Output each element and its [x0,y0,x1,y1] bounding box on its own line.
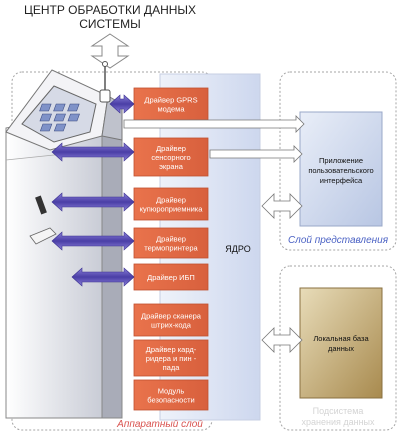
ui-application-line3: интерфейса [320,176,363,185]
touchscreen-to-ui-arrow [209,145,303,163]
local-database-line2: данных [328,344,354,353]
storage-layer-label-line2: хранения данных [301,417,375,427]
presentation-layer-frame [279,71,397,251]
bill-acceptor-connector-arrow-icon [51,192,135,212]
hardware-layer-label: Аппаратный слой [116,419,203,430]
driver-label-7-line3: пада [163,363,181,372]
driver-label-8-line1: Модуль [158,387,185,396]
driver-block-1 [133,87,209,121]
driver-label-6-line1: Драйвер сканера [141,312,202,321]
driver-block-4 [133,227,209,259]
driver-label-1-line1: Драйвер GPRS [144,96,197,105]
driver-label-5-line1: Драйвер ИБП [147,273,195,282]
driver-block-3 [133,187,209,221]
driver-label-7-line2: ридера и пин - [146,354,197,363]
ui-application-block [299,111,383,227]
driver-label-3-line1: Драйвер [156,196,186,205]
local-database-block [299,287,383,399]
driver-label-8-line2: безопасности [147,396,194,405]
storage-layer-label-line1: Подсистема [313,406,364,416]
driver-label-4-line1: Драйвер [156,235,186,244]
driver-label-2-line2: сенсорного [151,153,190,162]
storage-layer-frame [279,265,397,431]
kiosk-terminal-illustration [5,61,123,419]
ui-application-line1: Приложение [319,156,363,165]
driver-label-2-line1: Драйвер [156,144,186,153]
kernel-label: ЯДРО [225,244,250,254]
touchscreen-connector-arrow-icon [51,142,135,162]
driver-label-3-line2: купюроприемника [140,205,204,214]
gprs-to-ui-arrow [123,115,305,133]
driver-label-1-line2: модема [157,105,185,114]
driver-block-8 [133,379,209,411]
gprs-connector-arrow-icon [109,94,135,114]
local-database-line1: Локальная база [313,334,369,343]
kernel-storage-double-arrow-icon [261,327,303,353]
driver-label-4-line2: термопринтера [144,244,198,253]
ui-application-line2: пользовательского [308,166,373,175]
printer-connector-arrow-icon [51,231,135,251]
header-title-line1: ЦЕНТР ОБРАБОТКИ ДАННЫХ [24,3,196,17]
driver-block-5 [133,263,209,291]
driver-label-6-line2: штрих-кода [151,321,192,330]
datacenter-updown-arrow-icon [90,33,130,69]
header-title-line2: СИСТЕМЫ [79,17,141,31]
driver-label-7-line1: Драйвер кард- [146,345,197,354]
driver-column: Драйвер GPRSмодемаДрайверсенсорногоэкран… [133,87,209,411]
presentation-layer-label: Слой представления [288,235,389,246]
presentation-connector-arrows [123,115,305,353]
driver-block-2 [133,137,209,177]
hardware-connector-arrows [51,94,135,287]
ups-connector-arrow-icon [71,267,135,287]
driver-label-2-line3: экрана [159,162,184,171]
driver-block-6 [133,303,209,337]
kernel-presentation-double-arrow-icon [261,193,303,219]
driver-block-7 [133,339,209,377]
